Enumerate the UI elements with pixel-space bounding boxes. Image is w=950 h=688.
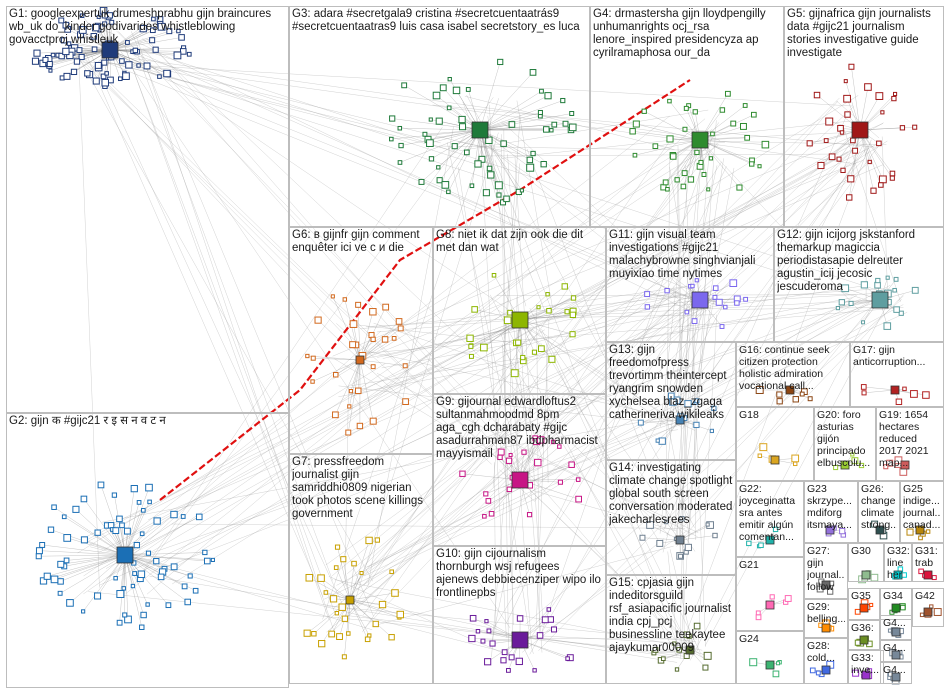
group-panel-g42	[912, 588, 944, 627]
group-panel-g23	[804, 481, 858, 543]
group-panel-g4x2	[880, 640, 912, 662]
group-panel-g5	[784, 6, 944, 227]
group-panel-g27	[804, 543, 848, 599]
group-panel-g12	[774, 227, 944, 342]
group-panel-g28	[804, 638, 848, 684]
group-panel-g4x1	[880, 615, 912, 640]
group-panel-g36	[848, 620, 880, 650]
group-panel-g21	[736, 557, 804, 631]
group-panel-g20	[814, 407, 876, 481]
group-panel-g29	[804, 599, 848, 638]
group-panel-g19	[876, 407, 944, 481]
group-panel-g26	[858, 481, 900, 543]
group-panel-g15	[606, 575, 736, 684]
group-panel-g35	[848, 588, 880, 620]
group-panel-g4x3	[880, 662, 912, 684]
group-panel-g11	[606, 227, 774, 342]
group-panel-g6	[289, 227, 433, 454]
group-panel-g31	[912, 543, 944, 582]
group-panel-g33	[848, 650, 884, 684]
group-panel-g17	[850, 342, 944, 407]
group-panel-g14	[606, 460, 736, 575]
group-panel-g1	[6, 6, 289, 413]
group-panel-g22	[736, 481, 804, 557]
group-panel-g16	[736, 342, 850, 407]
group-panel-g3	[289, 6, 590, 227]
group-panel-g8	[433, 227, 606, 394]
group-panel-g25	[900, 481, 944, 543]
group-panel-g13	[606, 342, 736, 460]
group-panel-g18	[736, 407, 814, 481]
group-panel-g30	[848, 543, 884, 582]
group-panel-g24	[736, 631, 804, 684]
group-panel-g4	[590, 6, 784, 227]
group-panel-g10	[433, 546, 606, 684]
group-panel-g9	[433, 394, 606, 546]
group-panel-g2	[6, 413, 289, 688]
group-panel-g7	[289, 454, 433, 684]
group-panel-g32	[884, 543, 912, 582]
